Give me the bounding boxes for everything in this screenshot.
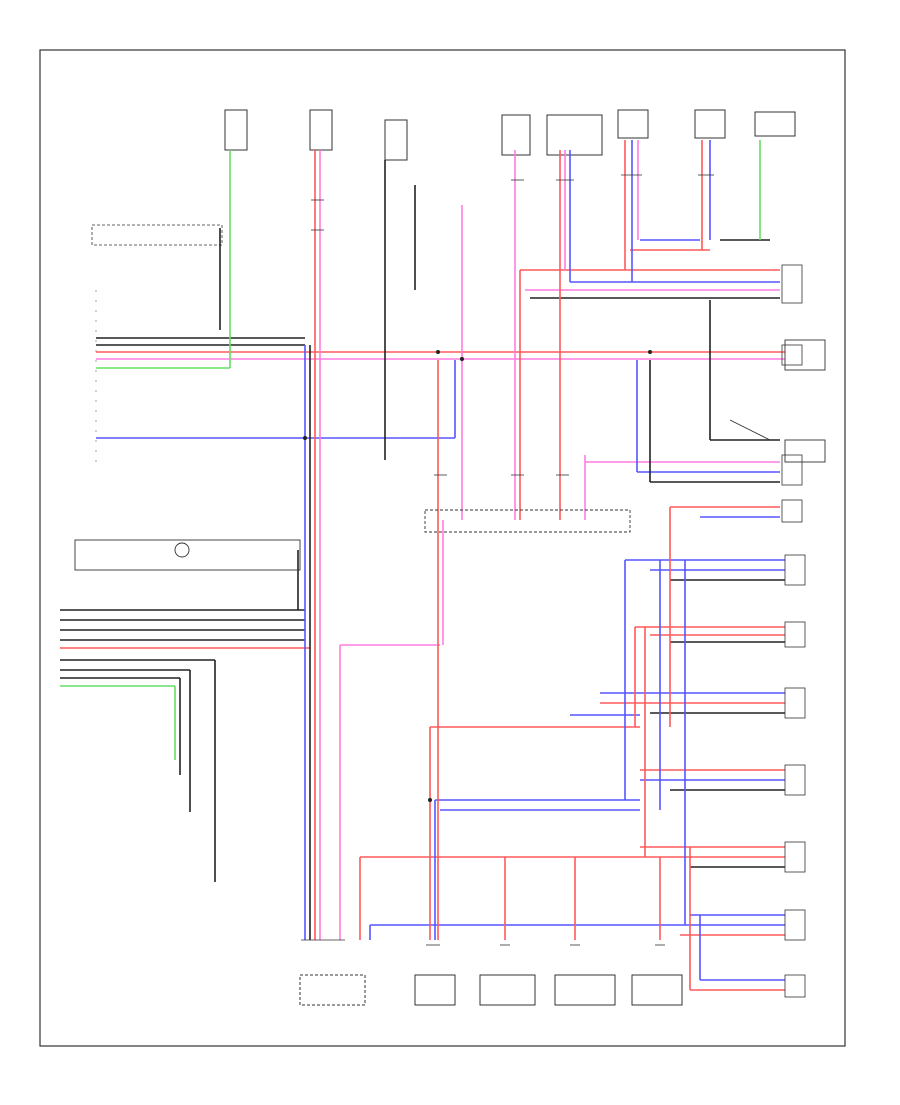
gateway-ecu-box bbox=[501, 114, 531, 156]
conn-r9 bbox=[784, 841, 806, 873]
splice-dot bbox=[648, 350, 652, 354]
bus-wires bbox=[60, 140, 785, 991]
steering-angle-sensor-box bbox=[784, 439, 826, 463]
front-camera-box bbox=[617, 109, 649, 139]
power-steering-box bbox=[784, 339, 826, 371]
conn-r6 bbox=[784, 621, 806, 648]
combination-unit-box bbox=[631, 974, 683, 1006]
steer-switch-line bbox=[729, 419, 771, 441]
top-components bbox=[224, 109, 796, 161]
conn-r8 bbox=[784, 764, 806, 796]
steering-sensor-box bbox=[546, 114, 603, 156]
diagram-frame bbox=[39, 49, 846, 1047]
conn-r11 bbox=[784, 974, 806, 998]
fuse-box-mid bbox=[384, 119, 408, 161]
dlc-outline bbox=[91, 224, 223, 246]
right-connectors bbox=[781, 264, 806, 998]
security-ecu-box bbox=[479, 974, 536, 1006]
conn-r10 bbox=[784, 909, 806, 941]
splice-dot bbox=[428, 798, 432, 802]
radar-sensor-box bbox=[694, 109, 726, 139]
conn-r7 bbox=[784, 687, 806, 719]
splice-points bbox=[303, 350, 652, 802]
combination-meter-box bbox=[74, 539, 301, 571]
dlc-connector-block bbox=[91, 224, 223, 470]
splice-dot bbox=[303, 436, 307, 440]
power-window-box bbox=[414, 974, 456, 1006]
forward-recog-box bbox=[754, 111, 796, 137]
conn-r5 bbox=[784, 554, 806, 586]
vertical-wires bbox=[174, 140, 711, 990]
ignition-switch-symbol bbox=[174, 542, 190, 558]
conn-r3 bbox=[781, 454, 803, 486]
ignition-relay-box bbox=[224, 109, 248, 151]
connector-ticks bbox=[301, 174, 714, 946]
splice-dot bbox=[436, 350, 440, 354]
splice-dot bbox=[460, 357, 464, 361]
parking-assist-box bbox=[554, 974, 616, 1006]
fuse-box-left bbox=[309, 109, 333, 151]
conn-r1 bbox=[781, 264, 803, 304]
abs-control-box bbox=[299, 974, 366, 1006]
conn-r2 bbox=[781, 344, 803, 366]
bottom-components bbox=[299, 974, 683, 1006]
central-gateway-box bbox=[424, 509, 631, 533]
mid-components bbox=[74, 339, 826, 571]
conn-r4 bbox=[781, 499, 803, 523]
